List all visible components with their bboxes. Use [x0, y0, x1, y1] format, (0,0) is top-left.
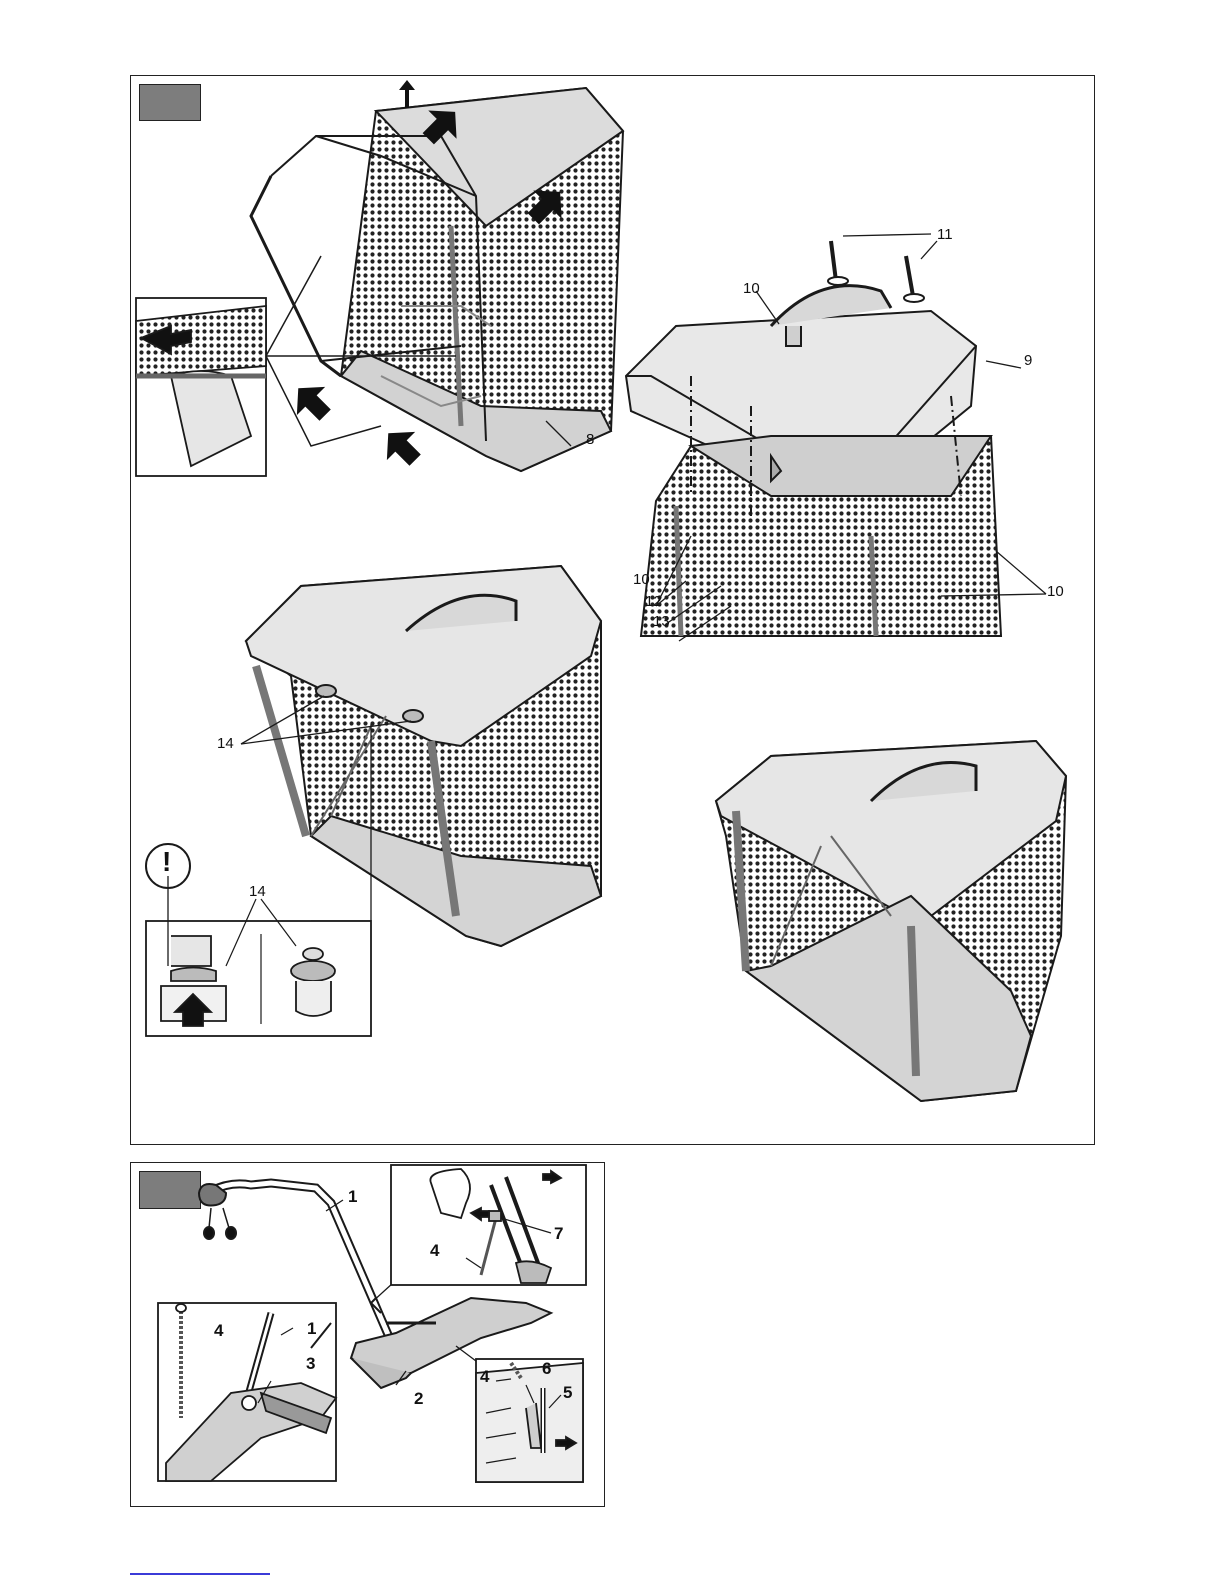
part-label-1-main: 1 [348, 1189, 357, 1205]
handle-spring-illustration [131, 1163, 606, 1508]
part-label-9: 9 [1024, 353, 1032, 369]
inset-pin-5-6-detail [476, 1359, 583, 1482]
part-label-8: 8 [586, 432, 594, 448]
part-label-6: 6 [542, 1361, 551, 1377]
part-label-10-left: 10 [633, 572, 650, 588]
part-label-14-main: 14 [217, 736, 234, 752]
part-label-7: 7 [554, 1226, 563, 1242]
bag-frame-open-drawing [251, 88, 623, 471]
part-label-4-inset-a: 4 [214, 1323, 223, 1339]
lid-exploded-drawing [626, 241, 1001, 636]
part-label-13: 13 [653, 614, 670, 630]
figure-panel-handle-spring-assembly: 1 2 1 3 4 4 4 5 6 7 [130, 1162, 605, 1507]
part-label-3: 3 [306, 1356, 315, 1372]
part-label-14-inset: 14 [249, 884, 266, 900]
bag-final-drawing [716, 741, 1066, 1101]
part-label-1-inset: 1 [307, 1321, 316, 1337]
part-label-5: 5 [563, 1385, 572, 1401]
footer-link-underline[interactable] [130, 1573, 270, 1575]
part-label-2: 2 [414, 1391, 423, 1407]
inset-clip-14-detail [146, 876, 371, 1036]
part-label-4-inset-c: 4 [480, 1369, 489, 1385]
part-label-10-handle: 10 [743, 281, 760, 297]
caution-icon: ! [162, 847, 171, 877]
part-label-11: 11 [937, 227, 953, 243]
bag-assembled-drawing [246, 566, 601, 946]
part-label-10-right: 10 [1047, 584, 1064, 600]
part-label-12: 12 [645, 594, 662, 610]
part-label-4-inset-b: 4 [430, 1243, 439, 1259]
figure-panel-grass-bag-assembly: 8 9 10 10 10 11 12 13 14 14 ! [130, 75, 1095, 1145]
